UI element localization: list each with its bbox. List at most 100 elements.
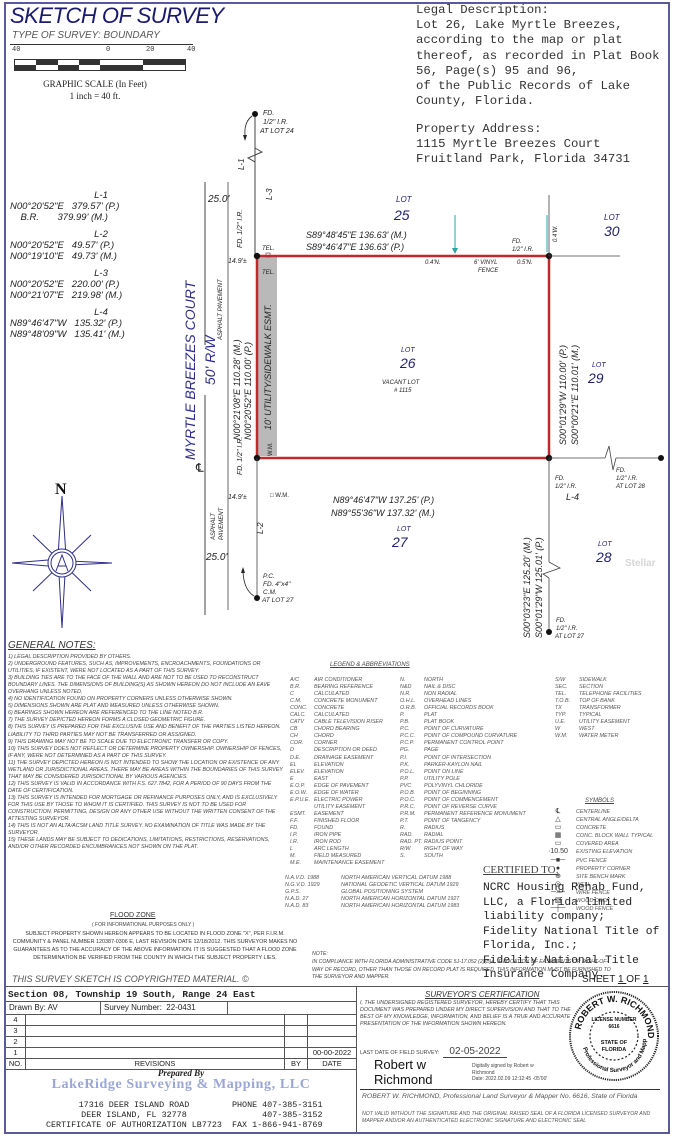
signature-line: [360, 1089, 660, 1090]
symbol-icon: ▭: [554, 840, 562, 848]
symbol-entry: △CENTRAL ANGLE/DELTA: [540, 816, 653, 824]
legend-entry: D.E.DRAINAGE EASEMENT: [290, 755, 410, 762]
svg-text:LOT: LOT: [397, 526, 411, 533]
legend-abbr: R.: [400, 824, 406, 831]
legend-abbr: CB: [290, 726, 298, 733]
legend-abbr: S.: [400, 853, 406, 860]
svg-text:N: N: [55, 481, 67, 498]
copyright-notice: THIS SURVEY SKETCH IS COPYRIGHTED MATERI…: [12, 974, 249, 984]
divider: [356, 987, 357, 1132]
legend-abbr: TX: [555, 705, 562, 712]
legend-meaning: POINT OF REVERSE CURVE: [424, 803, 497, 810]
field-date: 02-05-2022: [443, 1046, 507, 1058]
legend-abbr: SEC.: [555, 684, 568, 691]
legend-abbr: C.M.: [290, 698, 302, 705]
note-item: 15) These lands may be subject to dedica…: [8, 837, 270, 851]
symbol-entry: ▭CONCRETE: [540, 824, 653, 832]
note-text: In compliance with Florida Administrativ…: [312, 958, 611, 981]
legend-meaning: TYPICAL: [579, 712, 602, 719]
legend-meaning: SOUTH: [424, 853, 443, 860]
legend-entry: ELEV.ELEVATION: [290, 769, 410, 776]
legend-abbr: P.R.M.: [400, 810, 416, 817]
svg-text:L-4: L-4: [566, 492, 579, 502]
rev-desc: [26, 1048, 285, 1058]
svg-text:LOT: LOT: [592, 362, 606, 369]
legend-meaning: PLAT BOOK: [424, 719, 455, 726]
svg-text:1/2" I.R.: 1/2" I.R.: [263, 119, 288, 126]
legend-entry: RAD.RADIAL: [400, 832, 540, 839]
legend-meaning: POINT OF COMMENCEMENT: [424, 796, 499, 803]
legend-entry: P.R.C.POINT OF REVERSE CURVE: [400, 804, 540, 811]
empty-cell: [228, 1002, 356, 1014]
legend-entry: P.O.C.POINT OF COMMENCEMENT: [400, 797, 540, 804]
line-row: N00°20'52"E 379.57' (P.): [10, 201, 120, 212]
legend-abbr: N.A.V.D. 1988: [285, 875, 320, 881]
svg-text:1/2" I.R.: 1/2" I.R.: [556, 626, 577, 632]
legend-meaning: WATER METER: [579, 733, 619, 740]
drawn-by-row: Drawn By: AV Survey Number: 22-0431: [6, 1002, 356, 1015]
legend-abbr: M.E.: [290, 860, 302, 867]
symbol-icon: ℄: [555, 808, 561, 815]
legend-abbr: D.E.: [290, 754, 301, 761]
legend-entry: SEC.SECTION: [555, 684, 670, 691]
legend-entry: COR.CORNER: [290, 740, 410, 747]
page-title: SKETCH OF SURVEY: [10, 3, 224, 28]
legend-entry: M.E. MAINTENANCE EASEMENT: [290, 860, 410, 867]
digital-signature-info: Digitally signed by Robert w Richmond Da…: [472, 1063, 548, 1082]
svg-text:25.0': 25.0': [207, 194, 230, 205]
note-item: 13) This survey is intended for mortgage…: [8, 794, 278, 823]
symbol-entry: ⊕SITE BENCH MARK: [540, 873, 653, 881]
symbol-icon: ▭: [554, 824, 562, 832]
legend-entry: E.O.P.EDGE OF PAVEMENT: [290, 783, 410, 790]
symbol-entry: ▦CONC. BLOCK WALL TYPICAL: [540, 832, 653, 840]
flood-zone-subtitle: ( FOR INFORMATIONAL PURPOSES ONLY ): [92, 922, 195, 928]
legend-abbr: A/C: [290, 677, 299, 683]
legend-meaning: NON RADIAL: [424, 691, 457, 698]
break-line-icon: [246, 147, 264, 163]
svg-text:10' UTILITY/SIDEWALK ESMT.: 10' UTILITY/SIDEWALK ESMT.: [263, 304, 273, 430]
line-row: N00°19'10"E 49.73' (M.): [10, 251, 117, 262]
symbol-entry: ─┼─WOOD FENCE: [540, 905, 653, 913]
svg-text:LOT: LOT: [396, 195, 413, 204]
svg-text:30: 30: [604, 223, 620, 239]
svg-text:N89°46'47"W 137.25' (P.): N89°46'47"W 137.25' (P.): [333, 495, 434, 505]
symbols-title: SYMBOLS: [585, 798, 615, 804]
rev-desc: [26, 1037, 285, 1047]
legend-meaning: BEARING REFERENCE: [314, 684, 374, 691]
svg-text:0.4'N.: 0.4'N.: [425, 260, 441, 266]
legend-meaning: CONCRETE: [314, 705, 345, 712]
legend-abbr: G.P.S.: [285, 889, 301, 896]
legend-meaning: CALCULATED: [314, 712, 350, 719]
legend-meaning: RADIAL: [424, 832, 444, 839]
legend-meaning: ELECTRIC POWER: [314, 796, 363, 803]
legend-meaning: MAINTENANCE EASEMENT: [314, 860, 385, 867]
rev-no: 3: [6, 1026, 26, 1036]
legend-abbr: N&D: [400, 684, 412, 691]
legend-meaning: SIDEWALK: [579, 677, 607, 683]
rev-date: 00-00-2022: [312, 1048, 352, 1057]
svg-text:FD. 1/2" I.R.: FD. 1/2" I.R.: [237, 437, 244, 475]
line-row: B.R. 379.99' (M.): [10, 212, 108, 223]
legend-abbr: FD.: [290, 824, 299, 831]
svg-text:S00°00'21"E 110.01' (M.): S00°00'21"E 110.01' (M.): [570, 345, 580, 445]
note-item: 10) This survey does not reflect or dete…: [8, 745, 282, 759]
note-item: 9) This drawing may not be to scale due …: [8, 738, 229, 745]
legend-entry: E.O.W.EDGE OF WATER: [290, 790, 410, 797]
symbol-icon: △: [555, 816, 561, 824]
note-item: 11) The survey depicted hereon is not in…: [8, 759, 283, 780]
rev-header-by: BY: [285, 1059, 308, 1069]
revision-row: 4: [6, 1015, 356, 1026]
note-item: 5) Dimensions shown are plat and measure…: [8, 703, 220, 710]
legend-abbr: N.A.D. 27: [285, 896, 309, 903]
svg-text:L-2: L-2: [256, 522, 265, 534]
rev-date: [308, 1015, 356, 1025]
revision-row: 2: [6, 1037, 356, 1048]
note-item: 12) This survey is valid in accordance w…: [8, 780, 272, 794]
rev-date: [308, 1037, 356, 1047]
